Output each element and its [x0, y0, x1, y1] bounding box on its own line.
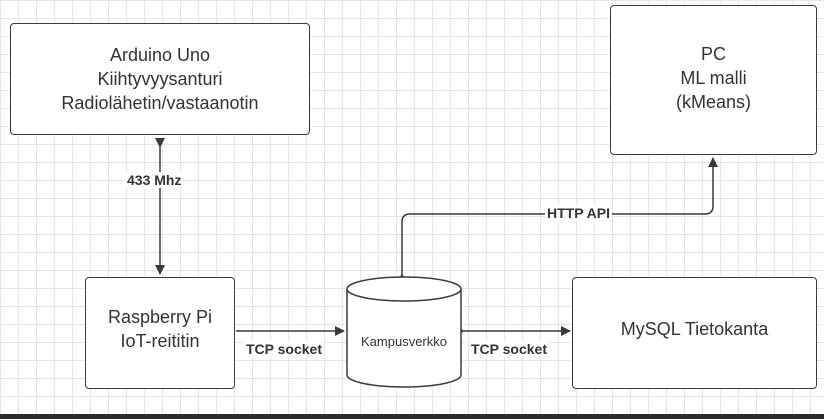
mysql-node: MySQL Tietokanta [572, 277, 817, 389]
pc-node: PC ML malli (kMeans) [610, 5, 817, 155]
edge-label-433mhz: 433 Mhz [125, 172, 184, 188]
arduino-line-3: Radiolähetin/vastaanotin [61, 93, 259, 113]
pc-line-1: PC [700, 44, 726, 64]
mysql-line-1: MySQL Tietokanta [620, 319, 769, 339]
edge-label-tcp-right: TCP socket [469, 341, 549, 357]
pc-line-3: (kMeans) [675, 92, 751, 112]
pc-line-2: ML malli [680, 68, 747, 88]
edge-label-tcp-left: TCP socket [244, 341, 324, 357]
arduino-line-2: Kiihtyvyysanturi [97, 69, 223, 89]
edge-label-http-api: HTTP API [545, 205, 613, 221]
raspberry-line-1: Raspberry Pi [107, 307, 213, 327]
bottom-border [0, 414, 824, 419]
raspberry-line-2: IoT-reititin [120, 331, 200, 351]
arduino-line-1: Arduino Uno [109, 45, 211, 65]
raspberry-node: Raspberry Pi IoT-reititin [85, 277, 235, 389]
database-label: Kampusverkko [361, 334, 447, 349]
arduino-node: Arduino Uno Kiihtyvyysanturi Radioläheti… [10, 23, 310, 135]
database-cylinder [346, 276, 462, 388]
